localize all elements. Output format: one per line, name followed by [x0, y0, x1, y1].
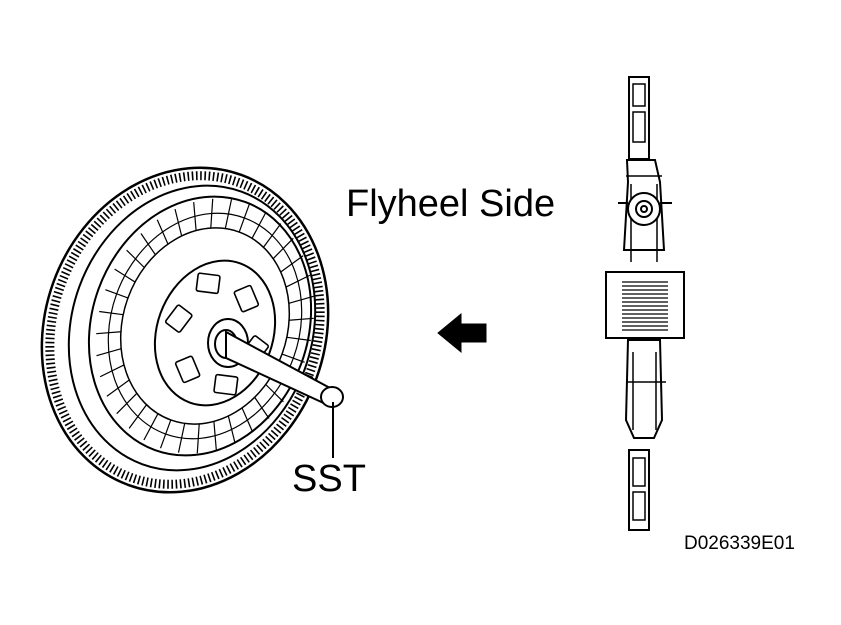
- clutch-disc-side-view: [605, 76, 685, 531]
- damper-spring-window: [233, 284, 260, 313]
- damper-spring-window: [164, 304, 193, 333]
- damper-spring-window: [195, 272, 221, 295]
- flywheel-gear-teeth: [45, 171, 325, 489]
- disc-plate-lower: [624, 339, 664, 439]
- clutch-disc-mid: [119, 227, 291, 425]
- sst-label: SST: [292, 458, 366, 500]
- arrow-left-icon: [437, 312, 487, 354]
- hub-spline-block: [605, 271, 685, 339]
- damper-spring-window: [213, 373, 239, 396]
- flywheel-side-label: Flyheel Side: [346, 183, 556, 225]
- hub-splines: [622, 281, 668, 331]
- figure-code: D026339E01: [684, 533, 795, 554]
- flywheel-inner-ring: [67, 184, 317, 472]
- friction-lining-grid: [96, 198, 314, 454]
- flywheel-clutch-assembly: [40, 166, 344, 494]
- damper-spring-window: [174, 355, 201, 384]
- lining-groove: [107, 212, 303, 440]
